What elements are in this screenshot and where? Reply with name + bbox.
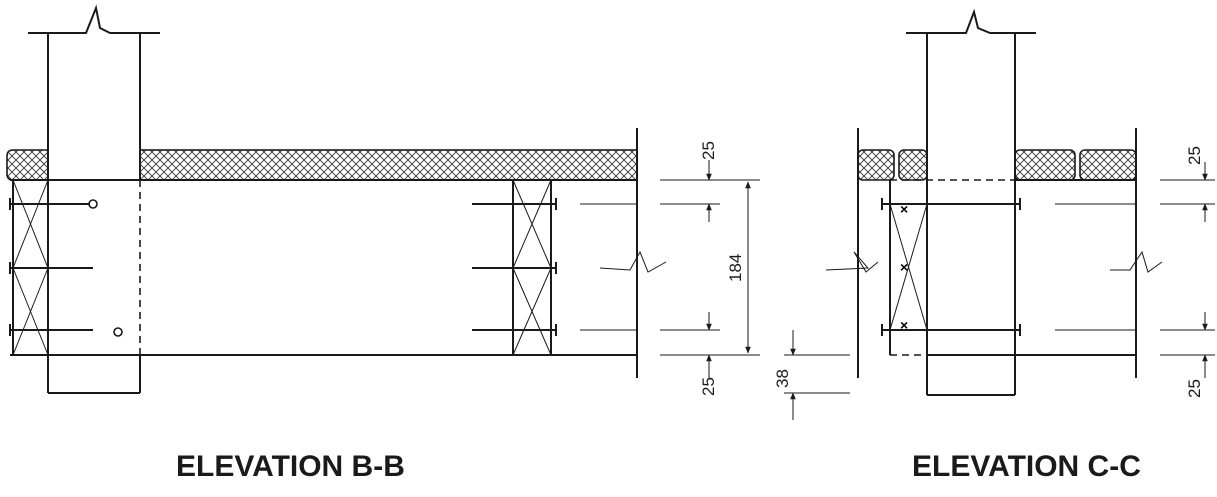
blocking-right-b [472, 179, 557, 356]
deck-slab-b [6, 149, 638, 181]
break-lines-c [825, 128, 1163, 378]
elevation-b-title: ELEVATION B-B [176, 450, 405, 483]
svg-text:×: × [900, 317, 908, 333]
column-c [906, 8, 1036, 396]
dim-top-b: 25 [699, 141, 718, 160]
svg-text:×: × [900, 259, 908, 275]
deck-slab-c [857, 149, 1137, 181]
break-line-b [580, 128, 667, 378]
dim-bottom-c: 25 [1185, 379, 1204, 398]
dim-offset-c: 38 [773, 369, 792, 388]
dim-bottom-b: 25 [699, 377, 718, 396]
elevation-b-b: 25 184 25 ELEVATION B-B [6, 4, 760, 483]
bolts-left-b [9, 198, 123, 337]
svg-text:×: × [900, 201, 908, 217]
elevation-c-c: × × × 25 25 [773, 8, 1215, 483]
blocking-c: × × × [881, 180, 1136, 356]
dim-top-c: 25 [1185, 146, 1204, 165]
dimensions-c: 25 25 38 [773, 146, 1215, 420]
elevation-c-title: ELEVATION C-C [912, 450, 1141, 483]
dim-depth-b: 184 [726, 254, 745, 282]
dimensions-b: 25 184 25 [660, 141, 760, 396]
